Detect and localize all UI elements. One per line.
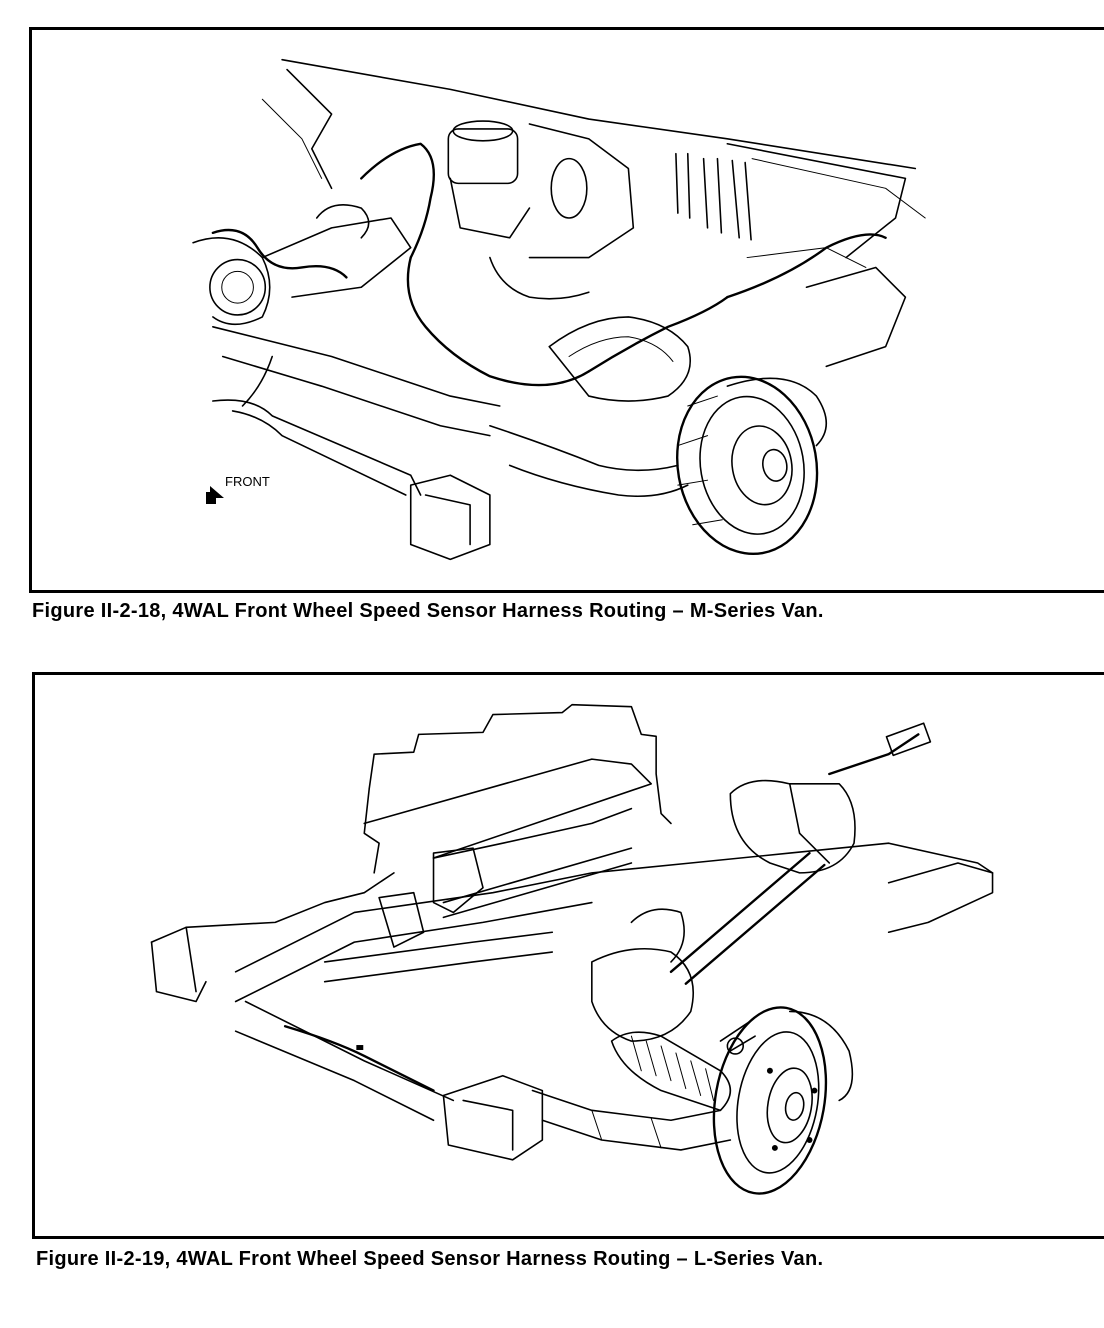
figure-l-series-illustration-frame [32,672,1104,1239]
figure-m-series-illustration-frame: FRONT [29,27,1104,593]
l-series-van-harness-illustration [150,703,994,1195]
front-label: FRONT [225,474,270,489]
figure-caption-m-series: Figure II-2-18, 4WAL Front Wheel Speed S… [32,600,824,622]
m-series-van-harness-illustration [192,58,926,561]
figure-caption-l-series: Figure II-2-19, 4WAL Front Wheel Speed S… [36,1248,824,1270]
front-arrow-icon [206,486,224,504]
